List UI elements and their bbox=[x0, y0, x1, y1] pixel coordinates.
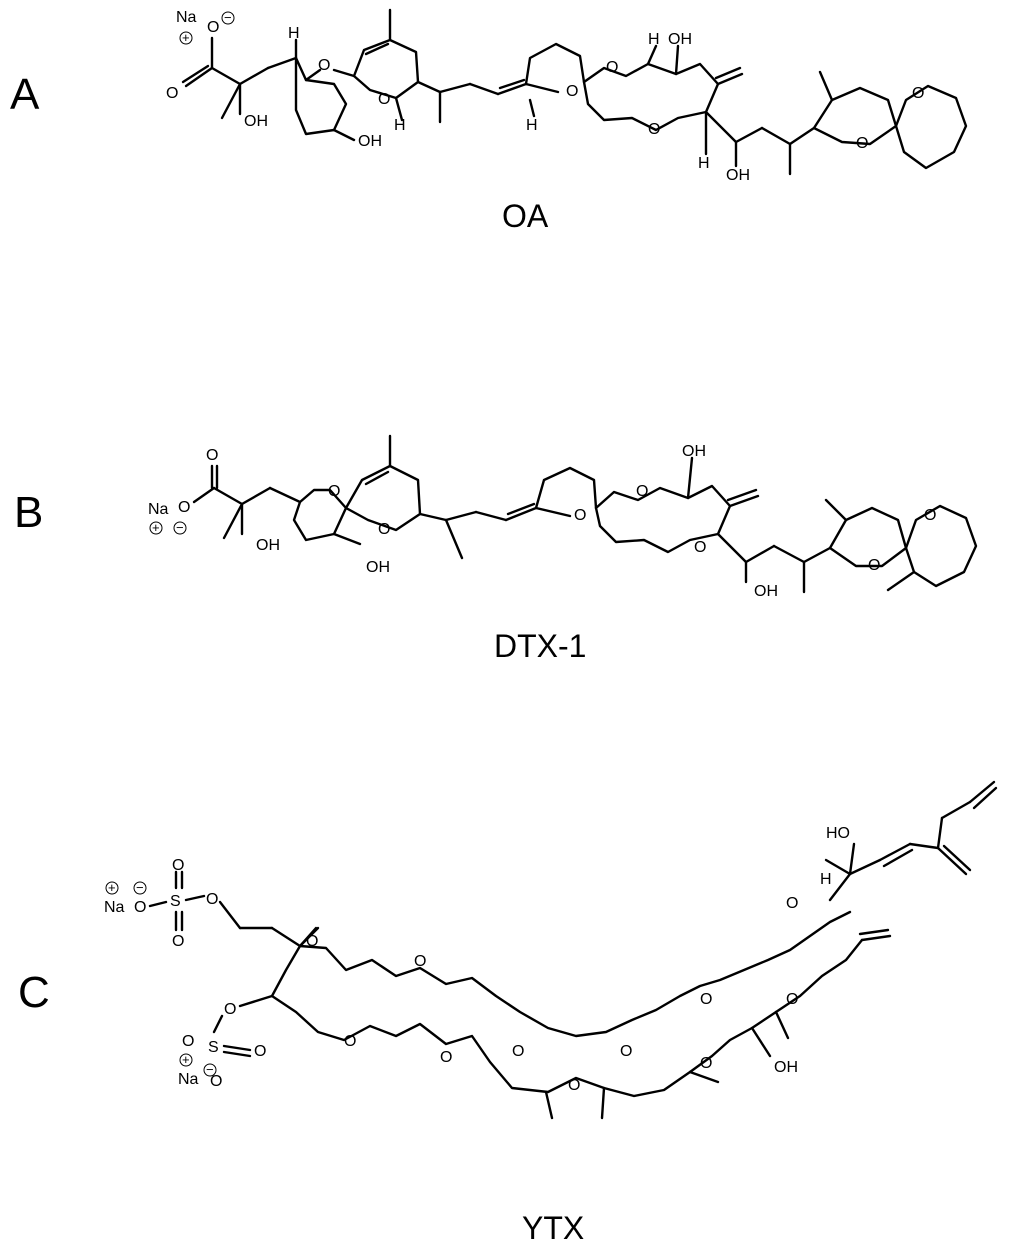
charge-minus: − bbox=[224, 10, 232, 25]
atom-h: H bbox=[698, 155, 710, 172]
atom-o: O bbox=[178, 499, 190, 516]
atom-o: O bbox=[378, 91, 390, 108]
atom-o: O bbox=[636, 483, 648, 500]
atom-na: Na bbox=[104, 899, 125, 916]
atom-oh: OH bbox=[774, 1059, 798, 1076]
atom-o: O bbox=[166, 85, 178, 102]
atom-o: O bbox=[620, 1043, 632, 1060]
atom-o: O bbox=[574, 507, 586, 524]
panel-letter-b: B bbox=[14, 488, 44, 537]
atom-oh: OH bbox=[668, 31, 692, 48]
atom-ho: HO bbox=[826, 825, 850, 842]
atom-o: O bbox=[328, 483, 340, 500]
atom-o: O bbox=[378, 521, 390, 538]
atom-o: O bbox=[912, 85, 924, 102]
atom-o: O bbox=[868, 557, 880, 574]
atom-oh: OH bbox=[358, 133, 382, 150]
atom-o: O bbox=[924, 507, 936, 524]
atom-o: O bbox=[786, 895, 798, 912]
atom-o: O bbox=[224, 1001, 236, 1018]
charge-minus: − bbox=[176, 520, 184, 535]
charge-plus: + bbox=[108, 880, 116, 895]
atom-oh: OH bbox=[754, 583, 778, 600]
charge-minus: − bbox=[206, 1062, 214, 1077]
structure-oa: Na + O − O OH H O OH O H O H O O H OH H bbox=[166, 8, 968, 184]
atom-o: O bbox=[207, 19, 219, 36]
atom-o: O bbox=[344, 1033, 356, 1050]
atom-h: H bbox=[526, 117, 538, 134]
atom-o: O bbox=[694, 539, 706, 556]
atom-o: O bbox=[414, 953, 426, 970]
structure-dtx1: O O Na + − OH O OH O O O O OH OH O O bbox=[148, 434, 978, 600]
atom-o: O bbox=[700, 1055, 712, 1072]
charge-plus: + bbox=[182, 30, 190, 45]
atom-o: O bbox=[856, 135, 868, 152]
atom-oh: OH bbox=[256, 537, 280, 554]
caption-oa: OA bbox=[502, 198, 549, 234]
charge-plus: + bbox=[152, 520, 160, 535]
atom-oh: OH bbox=[726, 167, 750, 184]
atom-oh: OH bbox=[682, 443, 706, 460]
atom-o: O bbox=[318, 57, 330, 74]
atom-o: O bbox=[206, 447, 218, 464]
atom-oh: OH bbox=[366, 559, 390, 576]
atom-h: H bbox=[394, 117, 406, 134]
atom-s: S bbox=[208, 1039, 219, 1056]
atom-h: H bbox=[648, 31, 660, 48]
atom-o: O bbox=[172, 857, 184, 874]
atom-o: O bbox=[512, 1043, 524, 1060]
atom-na: Na bbox=[148, 501, 169, 518]
atom-o: O bbox=[606, 59, 618, 76]
atom-o: O bbox=[182, 1033, 194, 1050]
charge-plus: + bbox=[182, 1052, 190, 1067]
atom-na: Na bbox=[178, 1071, 199, 1088]
atom-o: O bbox=[566, 83, 578, 100]
atom-o: O bbox=[210, 1073, 222, 1090]
atom-h: H bbox=[288, 25, 300, 42]
atom-o: O bbox=[648, 121, 660, 138]
atom-o: O bbox=[786, 991, 798, 1008]
atom-o: O bbox=[172, 933, 184, 950]
atom-oh: OH bbox=[244, 113, 268, 130]
atom-o: O bbox=[440, 1049, 452, 1066]
panel-letter-c: C bbox=[18, 968, 50, 1017]
caption-dtx1: DTX-1 bbox=[494, 628, 587, 664]
charge-minus: − bbox=[136, 880, 144, 895]
panel-letter-a: A bbox=[10, 70, 40, 119]
atom-s: S bbox=[170, 893, 181, 910]
caption-ytx: YTX bbox=[522, 1210, 585, 1246]
atom-o: O bbox=[568, 1077, 580, 1094]
atom-o: O bbox=[700, 991, 712, 1008]
atom-h: H bbox=[820, 871, 832, 888]
atom-na: Na bbox=[176, 9, 197, 26]
structure-ytx: + Na − O S O O O O S O O O + − Na O O O … bbox=[104, 780, 998, 1120]
atom-o: O bbox=[134, 899, 146, 916]
atom-o: O bbox=[254, 1043, 266, 1060]
atom-o: O bbox=[206, 891, 218, 908]
